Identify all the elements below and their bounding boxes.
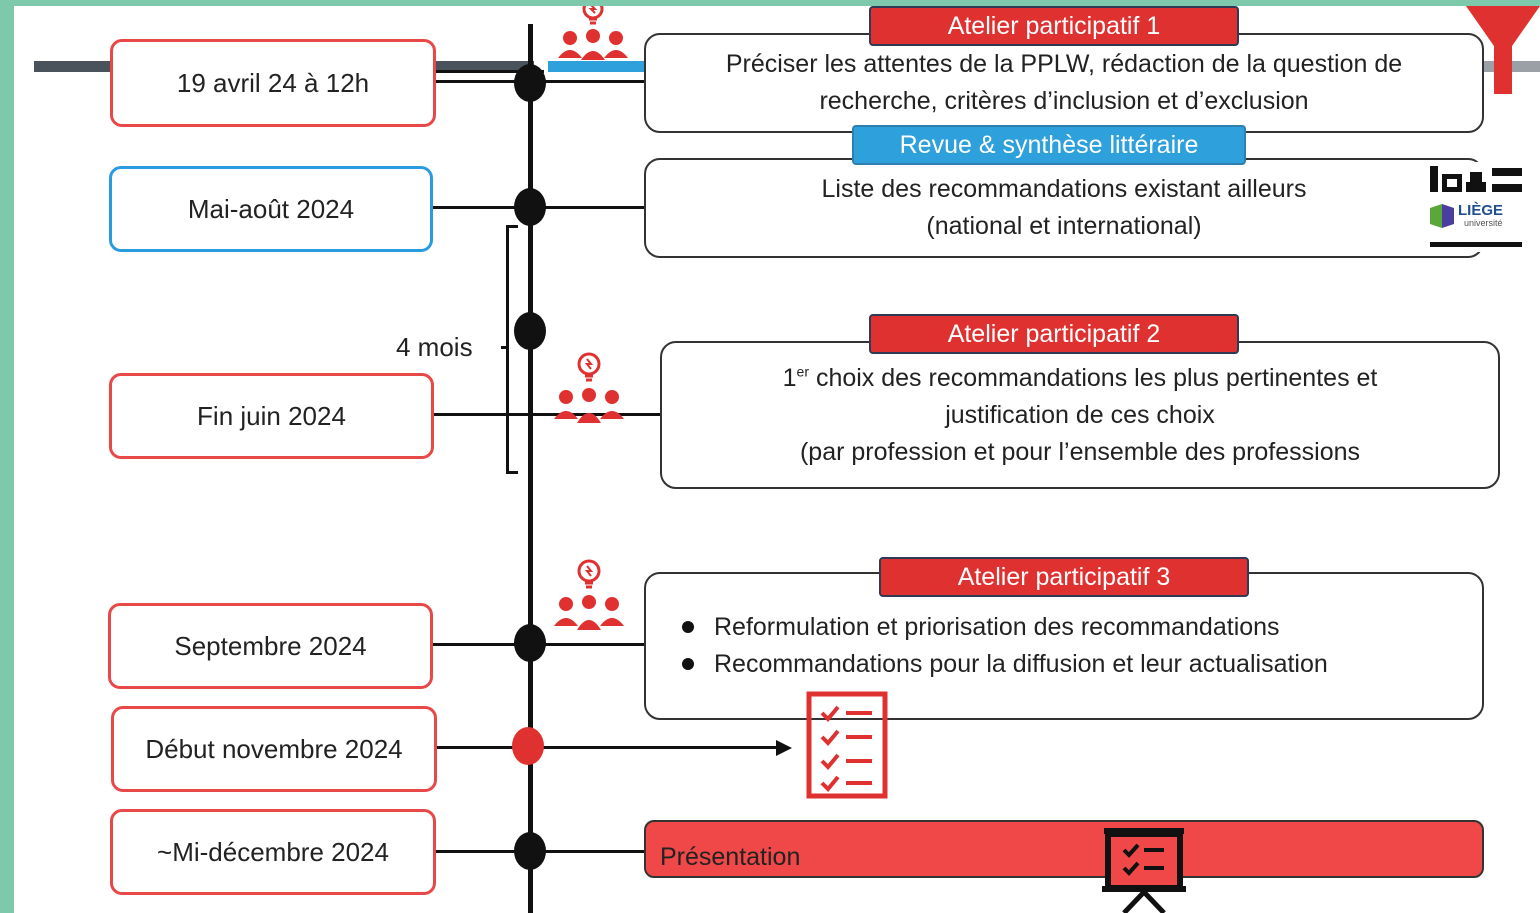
- content-box-1: Préciser les attentes de la PPLW, rédact…: [644, 33, 1484, 133]
- bracket-tick: [501, 346, 509, 349]
- timeline-dot: [514, 624, 546, 662]
- logo-underline: [1430, 242, 1522, 247]
- uliege-mark-icon: [1430, 166, 1522, 192]
- timeline-dot: [514, 832, 546, 870]
- bullet-item: Recommandations pour la diffusion et leu…: [682, 646, 1328, 683]
- duration-bracket: [506, 225, 518, 474]
- presentation-bar: Présentation: [644, 820, 1484, 878]
- date-box: Mai-août 2024: [109, 166, 433, 252]
- bracket-label: 4 mois: [396, 332, 473, 362]
- tag-atelier-3: Atelier participatif 3: [879, 557, 1249, 597]
- date-box: 19 avril 24 à 12h: [110, 39, 436, 127]
- top-bar-accent: [548, 61, 648, 72]
- content-line: Préciser les attentes de la PPLW, rédact…: [725, 50, 1403, 78]
- tag-atelier-1: Atelier participatif 1: [869, 6, 1239, 46]
- timeline-dot: [514, 64, 546, 102]
- content-box-2: Liste des recommandations existant aille…: [644, 158, 1484, 258]
- presentation-board-icon: [1102, 828, 1186, 913]
- presentation-label: Présentation: [660, 842, 801, 871]
- timeline-dot-highlight: [512, 727, 544, 765]
- tag-revue: Revue & synthèse littéraire: [852, 125, 1246, 165]
- participants-icon: [554, 559, 624, 630]
- content-line: recherche, critères d’inclusion et d’exc…: [819, 87, 1309, 115]
- content-line: justification de ces choix: [945, 400, 1215, 429]
- timeline-dot: [514, 312, 546, 350]
- bullet-item: Reformulation et priorisation des recomm…: [682, 609, 1280, 646]
- timeline-diagram: 4 mois 19 avril 24 à 12h Mai-août 2024 F…: [14, 6, 1540, 913]
- logo-sub: université: [1464, 218, 1503, 228]
- participants-icon: [558, 6, 628, 60]
- logo-name: LIÈGE: [1458, 202, 1504, 219]
- date-box: Septembre 2024: [108, 603, 433, 689]
- liege-flag-icon: [1430, 204, 1454, 228]
- checklist-icon: [806, 691, 888, 799]
- liege-university-logo: LIÈGE université: [1426, 162, 1526, 252]
- connector-5: [434, 746, 779, 749]
- date-box: Début novembre 2024: [111, 706, 437, 792]
- date-box: Fin juin 2024: [109, 373, 434, 459]
- tag-atelier-2: Atelier participatif 2: [869, 314, 1239, 354]
- participants-icon: [554, 352, 624, 423]
- arrow-head: [776, 740, 792, 756]
- content-box-3: 1er choix des recommandations les plus p…: [660, 341, 1500, 489]
- timeline-dot: [514, 188, 546, 226]
- connector-3: [432, 413, 662, 416]
- content-line: (national et international): [926, 212, 1202, 240]
- content-line: 1er choix des recommandations les plus p…: [782, 363, 1378, 392]
- content-line: (par profession et pour l’ensemble des p…: [799, 437, 1361, 466]
- timeline-axis: [528, 24, 533, 913]
- content-line: Liste des recommandations existant aille…: [821, 175, 1307, 203]
- date-box: ~Mi-décembre 2024: [110, 809, 436, 895]
- connector-1b: [434, 70, 544, 73]
- corner-funnel-icon: [1466, 6, 1540, 94]
